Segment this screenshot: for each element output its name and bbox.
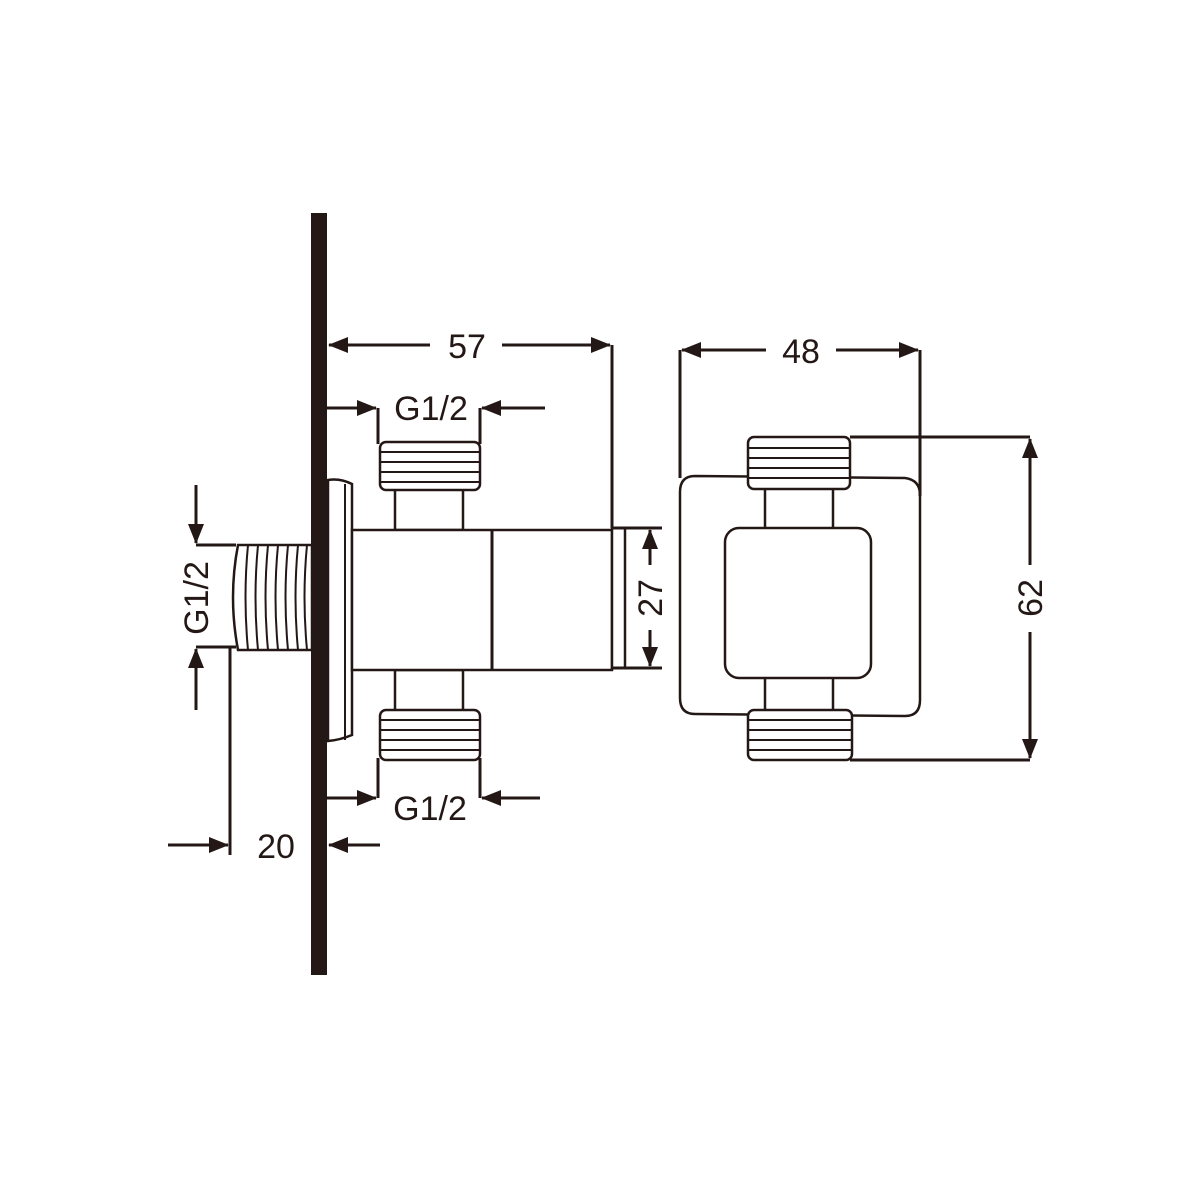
top-thread: [378, 440, 482, 492]
dim-thread-wall-label: G1/2: [178, 561, 216, 635]
dim-62-label: 62: [1012, 579, 1050, 617]
bottom-neck: [393, 668, 465, 714]
dim-20-label: 20: [257, 828, 295, 866]
front-top-thread: [746, 435, 852, 491]
wall-thread: [231, 543, 314, 652]
wall: [311, 213, 327, 975]
dim-57-label: 57: [448, 328, 486, 366]
dim-thread-wall: G1/2: [178, 485, 236, 710]
front-bottom-thread: [746, 708, 854, 762]
valve-body: [350, 528, 614, 672]
dim-thread-top-label: G1/2: [394, 390, 468, 428]
wall-thread-ridges: [244, 544, 308, 651]
dim-thread-top: G1/2: [327, 390, 545, 444]
dim-48: 48: [678, 333, 922, 496]
dim-62: 62: [850, 435, 1050, 762]
dim-48-label: 48: [782, 333, 820, 371]
handle-cap: [610, 526, 627, 670]
front-view: [678, 435, 922, 762]
dim-27-label: 27: [632, 579, 670, 617]
side-view: [231, 440, 627, 762]
dim-thread-bottom: G1/2: [327, 758, 540, 828]
dim-57: 57: [328, 328, 614, 528]
dim-20: 20: [168, 647, 380, 866]
dim-thread-bottom-label: G1/2: [393, 790, 467, 828]
bottom-thread: [378, 708, 482, 762]
flange: [326, 478, 354, 743]
front-body: [723, 526, 873, 680]
top-neck: [393, 486, 465, 532]
dim-27: 27: [612, 526, 670, 670]
